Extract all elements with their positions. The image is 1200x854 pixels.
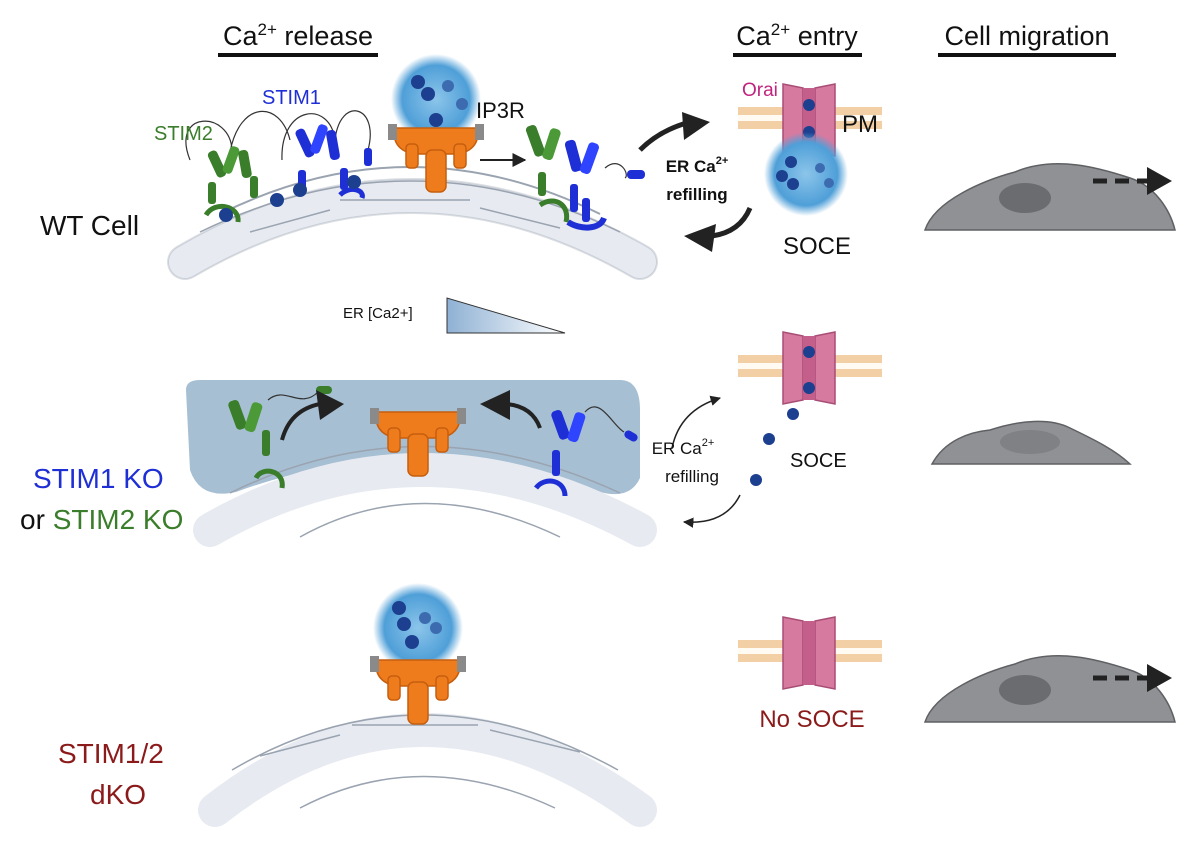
no-soce-label: No SOCE [759,706,864,733]
row-label-dko-1: STIM1/2 [58,738,164,769]
pm-label: PM [842,111,878,138]
ip3r-dko [369,583,467,725]
migration-arrow-wt [1093,167,1172,195]
stim1-cluster-wt [281,110,372,199]
migrating-cell-dko [924,655,1176,723]
header-ca-release: Ca2+ release [218,20,378,57]
stim1-label: STIM1 [262,87,321,109]
refill-arrows-ko: ER Ca2+ refilling [652,395,741,528]
svg-text:Ca2+ release: Ca2+ release [223,20,373,51]
row-label-wt: WT Cell [40,210,139,241]
row-label-stim1-ko: STIM1 KO [33,463,164,494]
stim-complex-activated-wt [525,125,645,231]
svg-text:refilling: refilling [666,185,727,204]
svg-text:ER Ca2+: ER Ca2+ [652,437,715,458]
svg-text:Ca2+ entry: Ca2+ entry [736,20,858,51]
row-label-dko-2: dKO [90,779,146,810]
migrating-cell-wt [924,163,1176,231]
orai-label: Orai [742,80,778,101]
row-label-stim2-ko: or STIM2 KO [20,504,183,535]
er-ca-gradient: ER [Ca2+] [343,297,566,334]
er-membrane-dko [198,713,657,827]
stim2-cluster-wt [185,110,291,223]
header-ca-entry: Ca2+ entry [733,20,862,57]
ip3r-wt [387,54,485,193]
stim2-ko-row [228,386,332,489]
soce-cloud-wt [764,132,848,216]
svg-text:Cell migration: Cell migration [944,21,1109,51]
calcium-ions-ko [750,408,799,486]
stim2-label: STIM2 [154,123,213,145]
migrating-cell-ko [930,420,1132,465]
soce-label-ko: SOCE [790,450,847,472]
header-cell-migration: Cell migration [938,21,1116,57]
soce-label-wt: SOCE [783,233,851,260]
orai-channel-dko [782,616,836,690]
migration-arrow-dko [1093,664,1172,692]
refill-arrows-wt: ER Ca2+ refilling [638,112,753,252]
orai-channel-ko [782,331,836,405]
ip3r-label-group: IP3R [476,98,525,123]
stim1-ko-row [534,406,638,497]
svg-text:refilling: refilling [665,467,719,486]
er-membrane-wt [167,166,658,280]
er-ca-label: ER [Ca2+] [343,305,413,322]
arrow-stim2-to-ipr-ko [280,390,344,441]
ip3r-label: IP3R [476,98,525,123]
svg-text:ER Ca2+: ER Ca2+ [666,155,729,176]
calcium-ions-er-wt [219,175,361,222]
arrow-stim1-to-ipr-ko [480,390,542,429]
